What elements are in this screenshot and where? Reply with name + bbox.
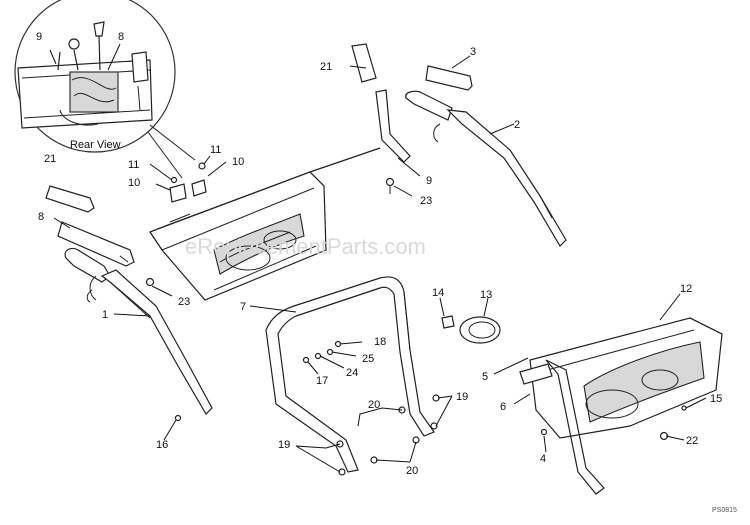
callout-18: 18 — [374, 336, 386, 348]
callout-12: 12 — [680, 283, 692, 295]
knob-10a — [191, 179, 207, 197]
washer-25 — [326, 348, 334, 356]
callout-21-top: 21 — [320, 61, 332, 73]
callout-21-left: 21 — [44, 153, 56, 165]
callout-25: 25 — [362, 353, 374, 365]
callout-8-left: 8 — [38, 211, 44, 223]
auger-housing — [519, 317, 723, 495]
callout-4: 4 — [540, 453, 546, 465]
left-lower-handle — [64, 247, 213, 415]
callout-11-left: 11 — [128, 159, 139, 171]
center-grip — [351, 43, 377, 83]
bolt-16 — [174, 414, 182, 422]
washer-17 — [302, 356, 310, 364]
callout-19-right: 19 — [456, 391, 468, 403]
callout-6: 6 — [500, 401, 506, 413]
bolt-23-left — [145, 277, 155, 287]
bolt-19d — [338, 468, 346, 476]
watermark: eReplacementParts.com — [185, 234, 426, 259]
callout-5: 5 — [482, 371, 488, 383]
callout-10-top: 10 — [232, 156, 244, 168]
callout-23-right: 23 — [420, 195, 432, 207]
bolt-4 — [540, 428, 548, 436]
left-upper-handle — [57, 221, 135, 267]
inset-connector — [149, 124, 196, 161]
bolt-15 — [681, 405, 687, 411]
bolt-23-right — [385, 177, 395, 187]
callout-13: 13 — [480, 289, 492, 301]
callout-labels: 9 8 3 21 2 11 10 10 11 9 23 21 8 23 1 7 … — [36, 31, 722, 477]
light-switch — [441, 315, 455, 329]
callout-1: 1 — [102, 309, 108, 321]
bolt-11b — [170, 176, 178, 184]
callout-17: 17 — [316, 375, 328, 387]
drawing-code: PS0815 — [712, 507, 737, 514]
right-grip — [425, 65, 473, 91]
callout-15: 15 — [710, 393, 722, 405]
callout-9-right: 9 — [426, 175, 432, 187]
callout-3: 3 — [470, 46, 476, 58]
knob-10b — [169, 183, 187, 203]
callout-7: 7 — [240, 301, 246, 313]
callout-20-mid: 20 — [368, 399, 380, 411]
control-console — [149, 171, 327, 301]
shift-rod — [375, 89, 411, 163]
callout-14: 14 — [432, 287, 444, 299]
callout-2: 2 — [514, 119, 520, 131]
left-grip — [45, 185, 95, 213]
bolt-11a — [198, 162, 206, 170]
rear-view-inset — [14, 0, 176, 153]
washer-18 — [334, 340, 342, 348]
inset-caption: Rear View — [70, 139, 121, 151]
leader-lines — [53, 55, 707, 473]
right-upper-handle — [405, 90, 567, 247]
callout-8-inset: 8 — [118, 31, 124, 43]
callout-9-inset: 9 — [36, 31, 42, 43]
callout-11-top: 11 — [210, 144, 221, 156]
headlight — [459, 316, 501, 344]
callout-16: 16 — [156, 439, 168, 451]
washer-24 — [314, 352, 322, 360]
bolt-19b — [430, 422, 438, 430]
callout-20-bottom: 20 — [406, 465, 418, 477]
callout-22: 22 — [686, 435, 698, 447]
callout-23-left: 23 — [178, 296, 190, 308]
u-handle — [265, 276, 435, 473]
callout-19-left: 19 — [278, 439, 290, 451]
callout-10-left: 10 — [128, 177, 140, 189]
callout-24: 24 — [346, 367, 358, 379]
